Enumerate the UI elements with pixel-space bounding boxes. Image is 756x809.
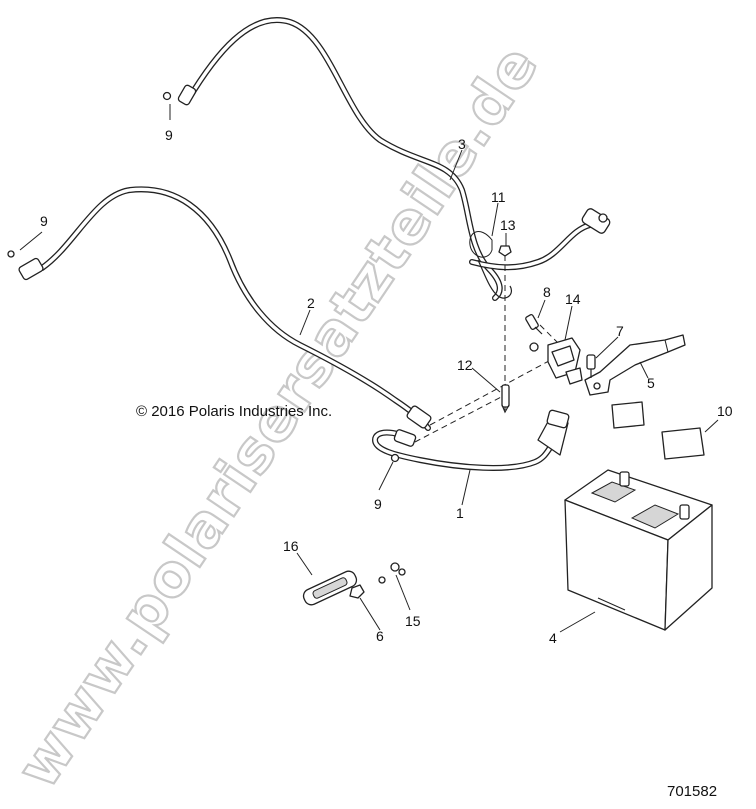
copyright-text: © 2016 Polaris Industries Inc. — [136, 403, 332, 420]
bracket-5 — [584, 334, 686, 396]
nut-9-top — [162, 91, 172, 101]
callout-3: 3 — [458, 136, 466, 152]
callout-1: 1 — [456, 505, 464, 521]
bolt-8 — [525, 314, 543, 335]
strap-11 — [469, 231, 512, 299]
callout-14: 14 — [565, 291, 581, 307]
callout-16: 16 — [283, 538, 299, 554]
callout-12: 12 — [457, 357, 473, 373]
fastener-13 — [498, 245, 512, 257]
callout-9-top: 9 — [165, 127, 173, 143]
callout-5: 5 — [647, 375, 655, 391]
relay-14 — [529, 337, 583, 385]
assembly-lines — [414, 255, 561, 443]
battery-4 — [564, 469, 713, 631]
callouts: 1 2 3 4 5 6 7 8 9 9 9 10 11 12 13 14 15 … — [40, 127, 733, 646]
fuse-block-16 — [302, 570, 358, 606]
nut-9-bottom — [390, 453, 400, 463]
callout-8: 8 — [543, 284, 551, 300]
callout-15: 15 — [405, 613, 421, 629]
callout-7: 7 — [616, 323, 624, 339]
callout-9-left: 9 — [40, 213, 48, 229]
callout-2: 2 — [307, 295, 315, 311]
cable-1 — [372, 409, 570, 471]
pad-10 — [661, 427, 705, 460]
nut-6 — [349, 584, 365, 599]
pad-under-bracket — [611, 401, 645, 429]
callout-4: 4 — [549, 630, 557, 646]
callout-13: 13 — [500, 217, 516, 233]
callout-9-bottom: 9 — [374, 496, 382, 512]
callout-6: 6 — [376, 628, 384, 644]
cable-3 — [177, 17, 611, 301]
cable-2 — [7, 186, 432, 431]
leader-lines — [19, 104, 719, 633]
callout-10: 10 — [717, 403, 733, 419]
fastener-12 — [501, 384, 510, 414]
callout-11: 11 — [491, 189, 506, 205]
screw-7 — [586, 354, 596, 378]
diagram-part-number: 701582 — [667, 783, 717, 800]
hardware-15 — [378, 562, 406, 584]
